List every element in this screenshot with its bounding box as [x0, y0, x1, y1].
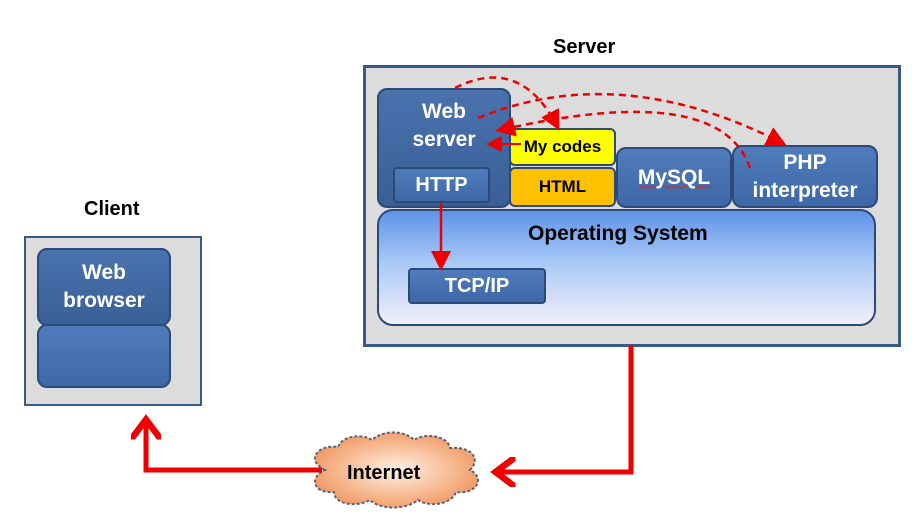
tcpip-box: TCP/IP: [408, 268, 546, 304]
server-to-internet-arrow: [498, 346, 634, 472]
php-interpreter-label: PHP interpreter: [752, 150, 858, 202]
my-codes-box: My codes: [509, 128, 616, 166]
html-label: HTML: [538, 177, 587, 196]
http-label: HTTP: [415, 174, 468, 196]
operating-system-box: [377, 209, 876, 326]
internet-to-client-arrow: [146, 422, 322, 473]
webserver-to-php-dashed-arrow: [477, 92, 787, 146]
client-title: Client: [84, 198, 140, 220]
tcpip-label: TCP/IP: [444, 275, 510, 297]
html-box: HTML: [509, 167, 616, 207]
web-browser-box: Web browser: [37, 248, 171, 326]
web-server-label: Web server: [412, 100, 476, 151]
my-codes-label: My codes: [523, 137, 602, 156]
server-title: Server: [553, 36, 616, 58]
internet-cloud: [314, 431, 479, 509]
php-interpreter-box: PHP interpreter: [732, 145, 878, 208]
internet-label: Internet: [347, 462, 421, 484]
php-to-webserver-dashed-arrow: [495, 110, 752, 169]
operating-system-label: Operating System: [528, 222, 708, 245]
mysql-label: MySQL: [637, 165, 711, 189]
webserver-to-mycodes-dashed-arrow: [454, 76, 560, 131]
mysql-box: MySQL: [616, 147, 732, 208]
http-box: HTTP: [393, 167, 490, 203]
web-browser-label: Web browser: [63, 261, 145, 312]
browser-lower-box: [37, 324, 171, 388]
